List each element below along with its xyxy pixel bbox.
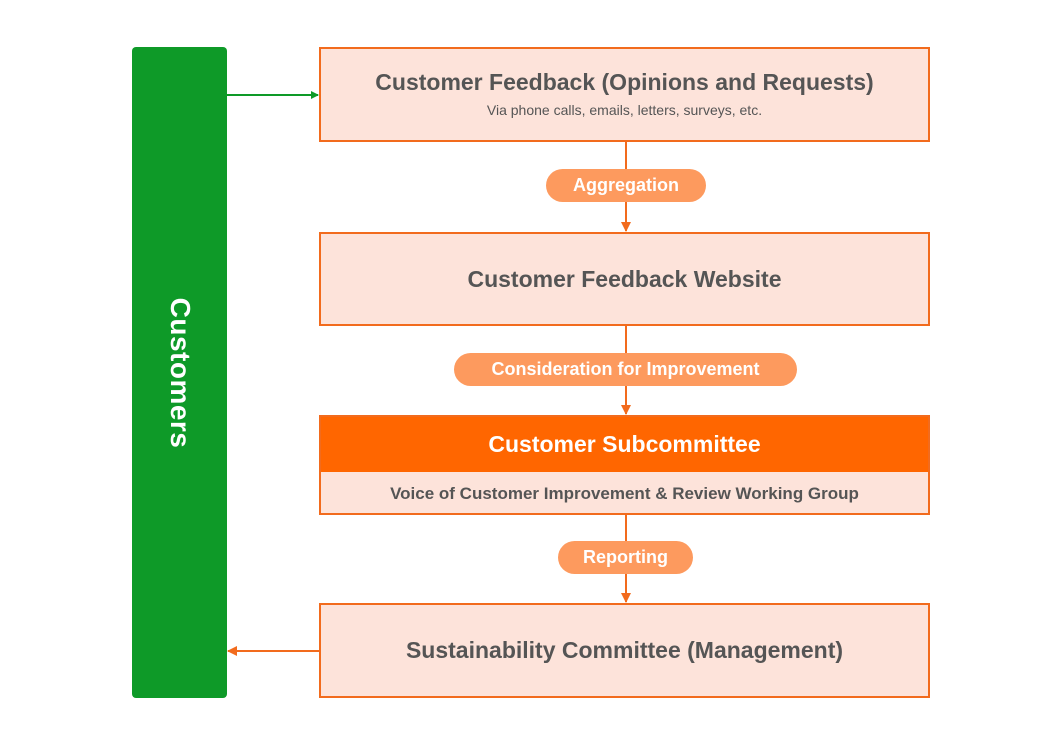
customer-feedback-subtitle: Via phone calls, emails, letters, survey…	[486, 102, 763, 118]
sustainability-committee-box: Sustainability Committee (Management)	[319, 603, 930, 698]
customer-subcommittee-box: Customer Subcommittee Voice of Customer …	[319, 415, 930, 515]
customer-subcommittee-subtitle: Voice of Customer Improvement & Review W…	[390, 484, 859, 503]
reporting-pill: Reporting	[558, 541, 693, 574]
sustainability-committee-title: Sustainability Committee (Management)	[405, 637, 844, 663]
customer-feedback-title: Customer Feedback (Opinions and Requests…	[375, 69, 874, 95]
customer-feedback-website-title: Customer Feedback Website	[467, 266, 782, 292]
customers-label: Customers	[164, 297, 196, 448]
consideration-pill: Consideration for Improvement	[454, 353, 797, 386]
customer-feedback-website-box: Customer Feedback Website	[319, 232, 930, 326]
customer-subcommittee-title: Customer Subcommittee	[321, 417, 928, 472]
customer-feedback-box: Customer Feedback (Opinions and Requests…	[319, 47, 930, 142]
customers-bar: Customers	[132, 47, 227, 698]
aggregation-pill: Aggregation	[546, 169, 706, 202]
